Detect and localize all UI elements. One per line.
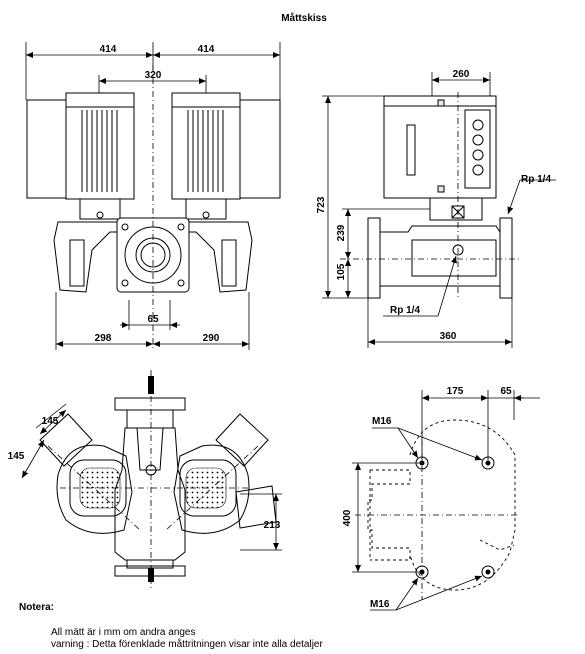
label-m16-bottom: M16 <box>370 599 390 610</box>
dim-145-b: 145 <box>8 451 25 462</box>
dim-65-front: 65 <box>147 314 159 325</box>
dim-65-base: 65 <box>500 386 512 397</box>
dim-360: 360 <box>440 331 457 342</box>
dim-414-left: 414 <box>100 44 117 55</box>
dim-105: 105 <box>336 263 347 280</box>
drawing-title: Måttskiss <box>281 12 327 24</box>
notes-heading: Notera: <box>19 602 55 613</box>
dim-239: 239 <box>336 224 347 241</box>
dim-414-right: 414 <box>198 44 215 55</box>
label-rp-bottom: Rp 1/4 <box>390 305 420 316</box>
dim-320: 320 <box>145 70 162 81</box>
dim-298: 298 <box>95 333 112 344</box>
top-view: 145 145 213 <box>8 370 282 590</box>
dim-723: 723 <box>316 196 327 213</box>
dim-400: 400 <box>342 509 353 526</box>
label-rp-top: Rp 1/4 <box>521 174 551 185</box>
side-view: 260 723 239 105 <box>316 69 556 348</box>
dim-175: 175 <box>447 386 464 397</box>
notes-line-1: All mätt är i mm om andra anges <box>51 627 196 638</box>
front-view: 414 414 320 <box>25 42 281 350</box>
dim-145-a: 145 <box>42 416 59 427</box>
base-view: 175 65 400 M16 M16 <box>342 386 540 611</box>
dim-290: 290 <box>203 333 220 344</box>
notes-line-2: varning : Detta förenklade måttritningen… <box>51 639 323 650</box>
dim-260: 260 <box>453 69 470 80</box>
dim-213: 213 <box>264 520 281 531</box>
label-m16-top: M16 <box>372 416 392 427</box>
